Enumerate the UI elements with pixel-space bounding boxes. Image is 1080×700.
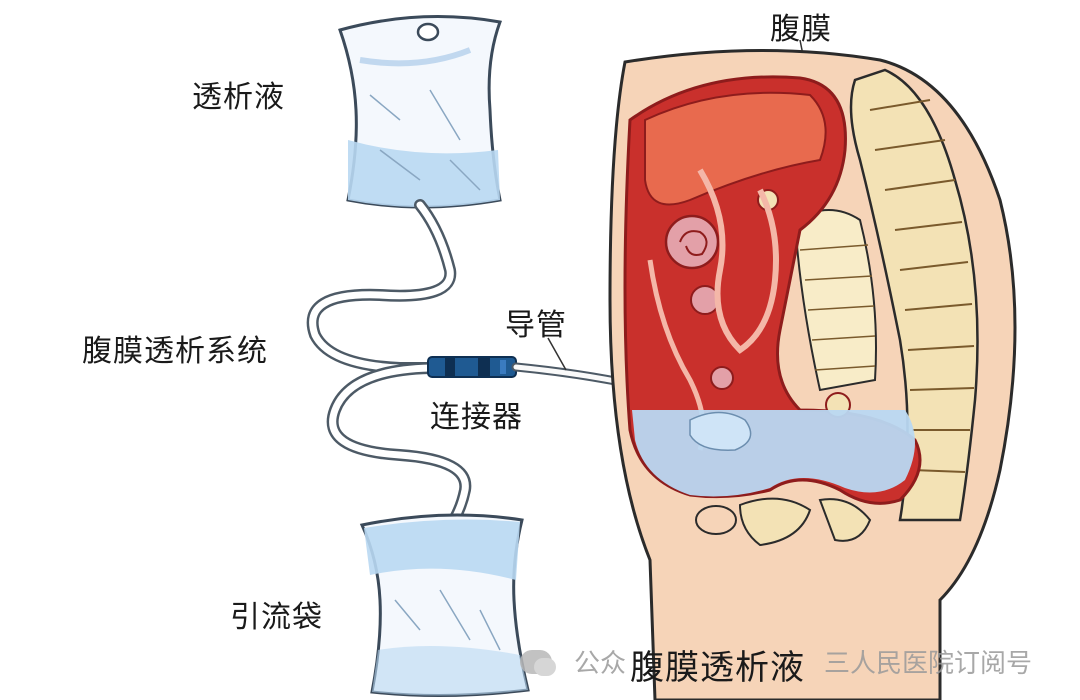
watermark-left-text: 公众: [574, 649, 627, 679]
tube-upper: [306, 199, 457, 374]
dialysate-label: 透析液: [192, 80, 285, 115]
connector-label: 连接器: [430, 400, 523, 435]
dialysis-system-label: 腹膜透析系统: [82, 334, 268, 369]
wechat-icon: [520, 649, 556, 676]
peritoneal-fluid-label: 腹膜透析液: [630, 648, 805, 688]
drain-bag-label: 引流袋: [230, 600, 323, 635]
abdomen-section: [608, 48, 1017, 700]
drain-bag: [359, 513, 530, 698]
watermark-right-text: 三人民医院订阅号: [824, 649, 1033, 679]
peritoneum-label: 腹膜: [770, 12, 832, 47]
connector: [427, 356, 517, 378]
watermark: 公众 三人民医院订阅号: [520, 643, 1032, 680]
catheter-label: 导管: [505, 308, 567, 343]
catheter-leader: [547, 337, 567, 371]
dialysate-bag: [338, 15, 503, 209]
